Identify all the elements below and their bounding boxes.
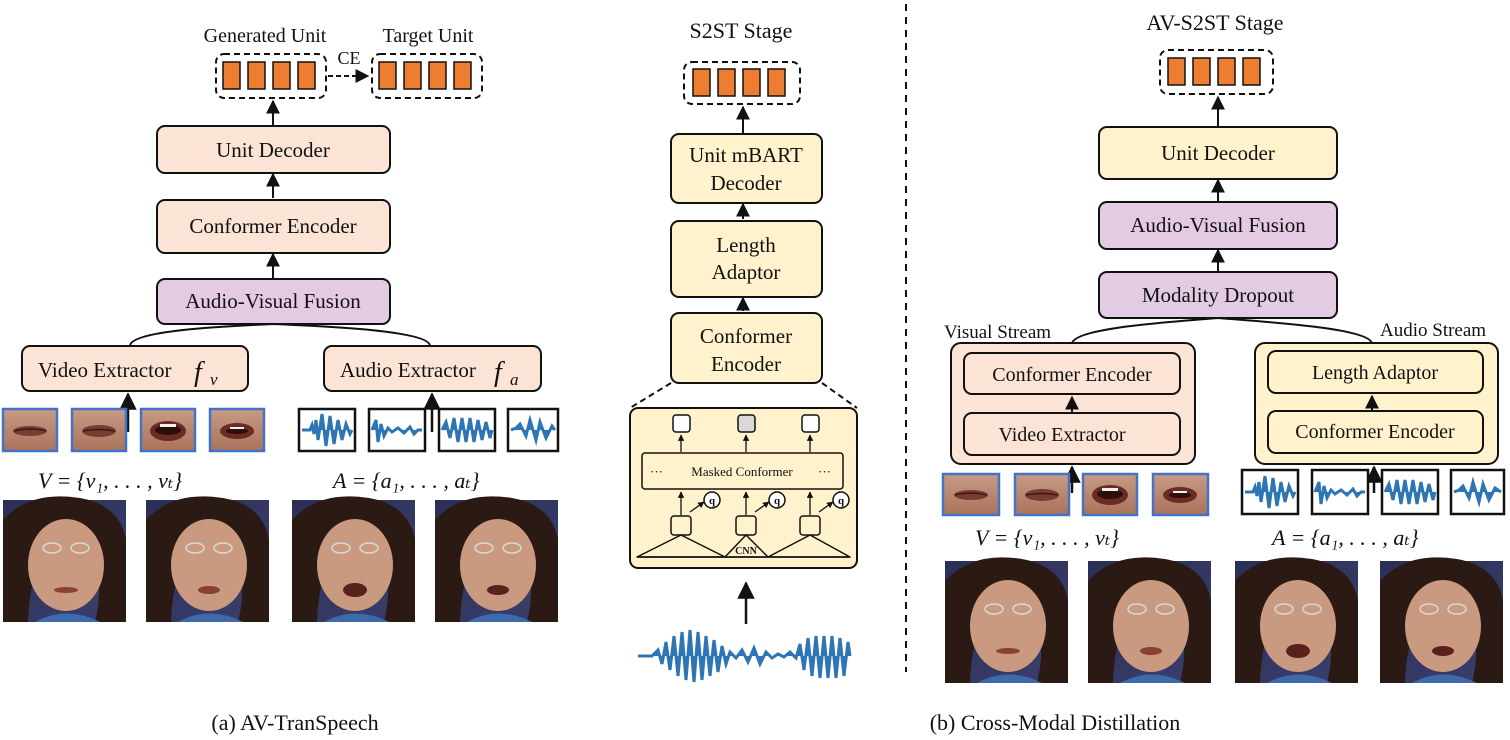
target-unit-label: Target Unit (383, 25, 474, 47)
s2st-stage: S2ST Stage Unit mBART Decoder Length Ada… (629, 18, 858, 683)
audio-conformer-label: Conformer Encoder (1295, 421, 1455, 443)
lip-thumbnail (1081, 472, 1139, 517)
caption-a: (a) AV-TranSpeech (211, 710, 378, 735)
generated-unit-label: Generated Unit (204, 25, 327, 47)
lip-thumbnail (70, 407, 128, 453)
audio-thumbnails-a (297, 407, 560, 453)
unit-decoder-label: Unit Decoder (216, 138, 330, 162)
s2st-conformer-line1: Conformer (700, 324, 792, 348)
panel-b: AV-S2ST Stage Unit Decoder Audio-Visual … (930, 10, 1506, 735)
face-image (945, 557, 1068, 683)
cnn-label: CNN (735, 546, 757, 557)
mc-ellipsis-right: ··· (818, 464, 831, 479)
audio-set-label: A = {a₁, . . . , aₜ} (331, 468, 480, 493)
lip-thumbnail (208, 407, 266, 453)
waveform-thumbnail (506, 407, 560, 453)
masked-conformer-label: Masked Conformer (691, 464, 793, 479)
video-extractor-label: Video Extractor (38, 358, 171, 382)
face-frames-a (3, 496, 558, 622)
video-extractor-block: Video Extractor f v (21, 345, 249, 392)
lip-thumbnail (139, 407, 197, 453)
visual-conformer-label: Conformer Encoder (992, 364, 1152, 386)
audio-thumbnails-b (1240, 468, 1506, 516)
b-audio-set-label: A = {a₁, . . . , aₜ} (1270, 525, 1419, 550)
av-fusion-label: Audio-Visual Fusion (185, 289, 361, 313)
lip-thumbnail (1013, 472, 1071, 517)
length-adaptor-line1: Length (716, 233, 776, 257)
panel-a: Generated Unit Target Unit CE Unit Decod… (1, 25, 560, 735)
conformer-encoder-block: Conformer Encoder (156, 199, 391, 254)
target-unit-group (371, 53, 483, 99)
s2st-input-waveform (638, 629, 852, 683)
lip-thumbnails-b (941, 472, 1210, 517)
b-unit-decoder-label: Unit Decoder (1161, 141, 1275, 165)
lip-thumbnail (1151, 472, 1210, 517)
unit-mbart-line2: Decoder (710, 171, 781, 195)
video-extractor-symbol: f (194, 357, 205, 388)
s2st-conformer-block: Conformer Encoder (670, 312, 823, 384)
b-unit-decoder-block: Unit Decoder (1098, 126, 1338, 180)
face-image (1088, 557, 1211, 683)
audio-extractor-subscript: a (510, 370, 519, 389)
audio-stream-block: Length Adaptor Conformer Encoder (1254, 342, 1499, 465)
waveform-thumbnail (1380, 468, 1440, 516)
audio-stream-label: Audio Stream (1380, 320, 1486, 341)
q-label: q (774, 495, 781, 507)
s2st-title: S2ST Stage (690, 18, 793, 43)
waveform-thumbnail (367, 407, 427, 453)
unit-mbart-line1: Unit mBART (689, 143, 803, 167)
conformer-encoder-label: Conformer Encoder (189, 214, 356, 238)
waveform-thumbnail (1449, 468, 1506, 516)
masked-conformer-detail: ··· Masked Conformer ··· q q q CNN (629, 407, 858, 569)
lip-thumbnails-a (1, 407, 266, 453)
av-s2st-title: AV-S2ST Stage (1146, 10, 1283, 35)
waveform-thumbnail (1240, 468, 1300, 516)
fusion-join (129, 322, 431, 347)
av-fusion-block: Audio-Visual Fusion (156, 278, 391, 325)
s2st-conformer-line2: Encoder (711, 352, 781, 376)
av-s2st-output-units (1159, 49, 1274, 95)
visual-video-extractor-label: Video Extractor (998, 424, 1125, 446)
length-adaptor-line2: Adaptor (712, 260, 781, 284)
b-av-fusion-label: Audio-Visual Fusion (1130, 213, 1306, 237)
s2st-output-units (683, 61, 801, 105)
video-extractor-subscript: v (210, 370, 218, 389)
length-adaptor-block: Length Adaptor (670, 220, 823, 298)
b-av-fusion-block: Audio-Visual Fusion (1098, 201, 1338, 250)
visual-stream-block: Conformer Encoder Video Extractor (950, 342, 1196, 465)
visual-stream-label: Visual Stream (944, 322, 1051, 343)
audio-length-adaptor-label: Length Adaptor (1312, 362, 1438, 384)
q-label: q (838, 495, 845, 507)
face-image (292, 496, 415, 622)
waveform-thumbnail (297, 407, 357, 453)
face-image (435, 496, 558, 622)
audio-extractor-label: Audio Extractor (340, 358, 476, 382)
unit-mbart-block: Unit mBART Decoder (670, 133, 823, 204)
b-video-set-label: V = {v₁, . . . , vₜ} (975, 525, 1119, 550)
face-image (1380, 557, 1503, 683)
q-label: q (709, 495, 716, 507)
waveform-thumbnail (1310, 468, 1370, 516)
mc-ellipsis-left: ··· (650, 464, 663, 479)
b-fusion-join (1071, 316, 1373, 345)
waveform-thumbnail (437, 407, 497, 453)
audio-extractor-block: Audio Extractor f a (323, 345, 542, 392)
face-image (1235, 557, 1358, 683)
modality-dropout-block: Modality Dropout (1098, 271, 1338, 319)
face-image (3, 496, 126, 622)
modality-dropout-label: Modality Dropout (1142, 283, 1294, 307)
ce-label: CE (337, 48, 360, 68)
caption-b: (b) Cross-Modal Distillation (930, 710, 1181, 735)
generated-unit-group (215, 53, 327, 99)
lip-thumbnail (1, 407, 59, 453)
video-set-label: V = {v₁, . . . , vₜ} (38, 468, 182, 493)
audio-extractor-symbol: f (494, 357, 505, 388)
face-image (146, 496, 269, 622)
unit-decoder-block: Unit Decoder (156, 125, 391, 174)
lip-thumbnail (941, 472, 1001, 517)
face-frames-b (945, 557, 1503, 683)
